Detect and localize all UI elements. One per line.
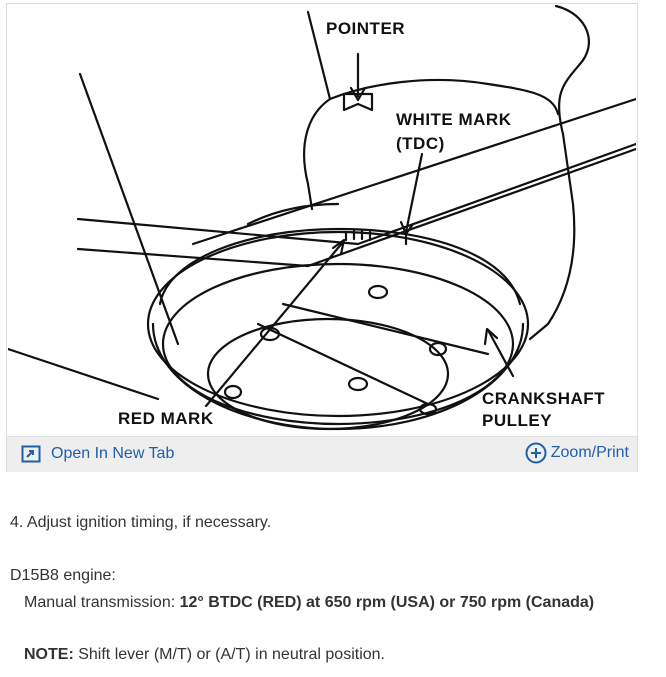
open-new-tab-label: Open In New Tab bbox=[51, 445, 175, 462]
note-text: Shift lever (M/T) or (A/T) in neutral po… bbox=[78, 646, 385, 663]
zoom-print-label: Zoom/Print bbox=[550, 444, 629, 461]
open-new-tab-icon bbox=[21, 445, 41, 463]
zoom-plus-icon bbox=[525, 442, 547, 464]
label-pulley: PULLEY bbox=[482, 411, 552, 430]
label-white-mark: WHITE MARK bbox=[396, 110, 512, 129]
engine-heading: D15B8 engine: bbox=[10, 567, 116, 584]
open-new-tab-button[interactable]: Open In New Tab bbox=[21, 445, 174, 463]
label-red-mark: RED MARK bbox=[118, 409, 214, 428]
note-line: NOTE: Shift lever (M/T) or (A/T) in neut… bbox=[24, 646, 385, 664]
manual-transmission-spec: Manual transmission: 12° BTDC (RED) at 6… bbox=[24, 594, 594, 612]
note-label: NOTE: bbox=[24, 646, 74, 663]
figure-container bbox=[6, 3, 638, 472]
manual-value: 12° BTDC (RED) at 650 rpm (USA) or 750 r… bbox=[179, 594, 595, 611]
label-crankshaft: CRANKSHAFT bbox=[482, 389, 605, 408]
figure-toolbar: Open In New Tab Zoom/Print bbox=[7, 436, 637, 472]
label-tdc: (TDC) bbox=[396, 134, 445, 153]
crankshaft-pulley-diagram: POINTER WHITE MARK (TDC) RED MARK CRANKS… bbox=[8, 4, 636, 431]
label-pointer: POINTER bbox=[326, 19, 405, 38]
manual-label: Manual transmission: bbox=[24, 594, 176, 611]
step-instruction: 4. Adjust ignition timing, if necessary. bbox=[10, 514, 272, 531]
zoom-print-button[interactable]: Zoom/Print bbox=[525, 442, 629, 464]
